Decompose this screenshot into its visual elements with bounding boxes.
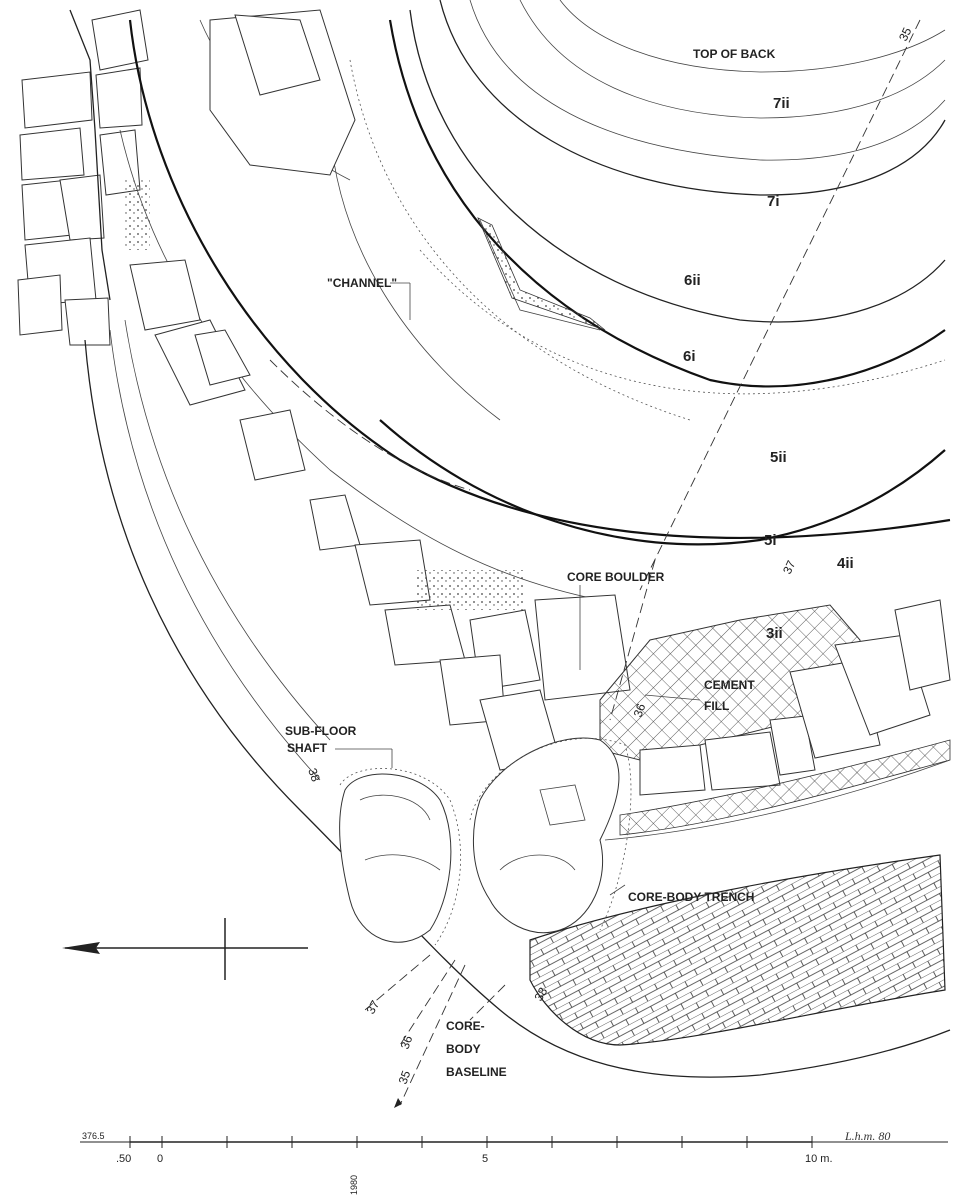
stone-wall-left xyxy=(17,9,149,346)
scale-tick-10: 10 m. xyxy=(805,1153,833,1165)
baseline-label-1: CORE- xyxy=(446,1019,485,1033)
fill-label: FILL xyxy=(704,699,729,713)
baseline-label-2: BODY xyxy=(446,1042,481,1056)
strata-lines xyxy=(199,0,946,546)
section-36-cement: 36 xyxy=(631,701,649,719)
core-boulder-label: CORE BOULDER xyxy=(567,570,665,584)
scale-bar: 376.5 .50 0 5 10 m. 1980 L.h.m. 80 xyxy=(80,1129,948,1195)
stratum-3ii-label: 3ii xyxy=(766,625,783,642)
brick-trench xyxy=(529,854,946,1046)
outer-boundary-arc xyxy=(84,339,951,1078)
top-of-back-label: TOP OF BACK xyxy=(693,47,776,61)
section-35-lower: 35 xyxy=(396,1068,414,1086)
stratum-4ii-label: 4ii xyxy=(837,555,854,572)
arrow-head-icon xyxy=(62,942,100,954)
subfloor-label: SUB-FLOOR xyxy=(285,724,357,738)
section-38-shaft: 38 xyxy=(305,766,323,784)
core-body-trench-label: CORE-BODY TRENCH xyxy=(628,890,754,904)
north-arrow xyxy=(62,918,308,980)
scale-tick-minus50: .50 xyxy=(116,1153,131,1165)
section-36-lower: 36 xyxy=(398,1033,416,1051)
block-course xyxy=(604,599,951,841)
section-35-top: 35 xyxy=(896,25,914,43)
section-lines xyxy=(364,19,921,1106)
stratum-6ii-label: 6ii xyxy=(684,272,701,289)
stratum-5i-label: 5i xyxy=(764,532,777,549)
section-37-lower: 37 xyxy=(363,998,382,1017)
cement-label: CEMENT xyxy=(704,678,755,692)
subfloor-shaft xyxy=(339,768,462,946)
stratum-7ii-label: 7ii xyxy=(773,95,790,112)
scale-vertical-note: 1980 xyxy=(349,1175,359,1195)
scale-tick-5: 5 xyxy=(482,1153,488,1165)
draftsman-signature: L.h.m. 80 xyxy=(844,1129,890,1143)
scale-left-value: 376.5 xyxy=(82,1131,105,1141)
section-38-lower: 38 xyxy=(531,985,550,1004)
stratum-6i-label: 6i xyxy=(683,348,696,365)
channel-label: "CHANNEL" xyxy=(327,276,397,290)
core-body-trench-outline xyxy=(469,737,632,934)
stratum-5ii-label: 5ii xyxy=(770,449,787,466)
baseline-label-3: BASELINE xyxy=(446,1065,507,1079)
section-37-upper: 37 xyxy=(780,558,798,576)
scale-tick-0: 0 xyxy=(157,1153,163,1165)
stratum-7i-label: 7i xyxy=(767,193,780,210)
shaft-label: SHAFT xyxy=(287,741,328,755)
